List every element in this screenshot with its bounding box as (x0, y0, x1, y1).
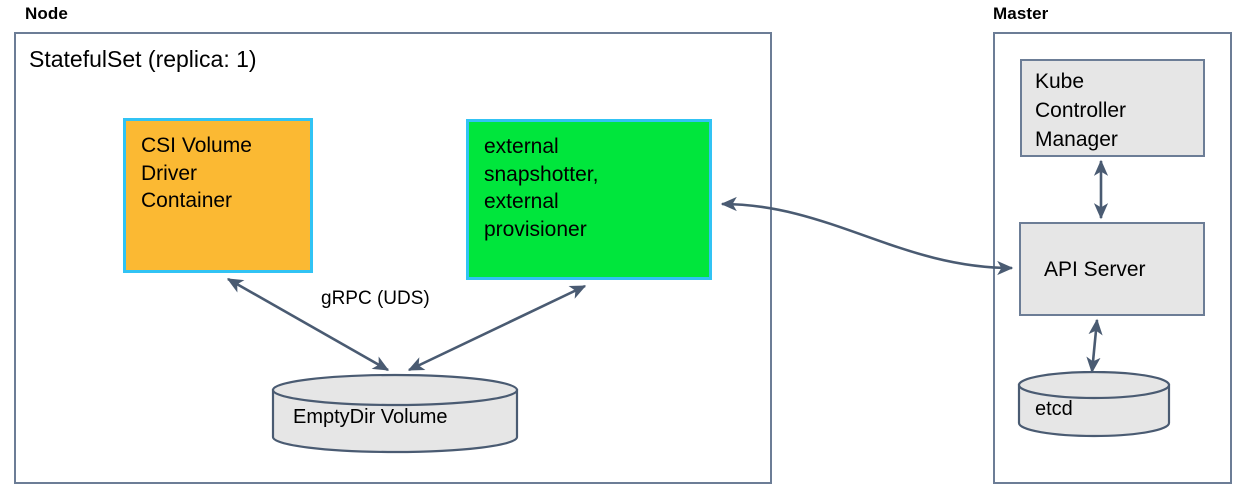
edge-label-grpc: gRPC (UDS) (321, 288, 430, 309)
cylinder-etcd-label: etcd (1035, 398, 1073, 420)
zone-label-master: Master (993, 4, 1049, 23)
cylinder-emptydir-label: EmptyDir Volume (293, 406, 448, 428)
zone-label-node: Node (25, 4, 68, 23)
cylinder-etcd[interactable]: etcd (1017, 371, 1171, 438)
box-csi-label: CSI Volume Driver Container (141, 134, 252, 212)
box-external-sidecars[interactable]: external snapshotter, external provision… (466, 119, 712, 280)
box-kcm-label: Kube Controller Manager (1035, 70, 1127, 151)
box-api-server-label: API Server (1044, 258, 1146, 281)
cylinder-emptydir-volume[interactable]: EmptyDir Volume (271, 373, 519, 454)
box-kube-controller-manager[interactable]: Kube Controller Manager (1020, 59, 1205, 157)
box-sidecars-label: external snapshotter, external provision… (484, 135, 599, 241)
statefulset-caption: StatefulSet (replica: 1) (29, 46, 257, 72)
box-csi-volume-driver-container[interactable]: CSI Volume Driver Container (123, 118, 313, 273)
box-api-server[interactable]: API Server (1019, 222, 1205, 316)
